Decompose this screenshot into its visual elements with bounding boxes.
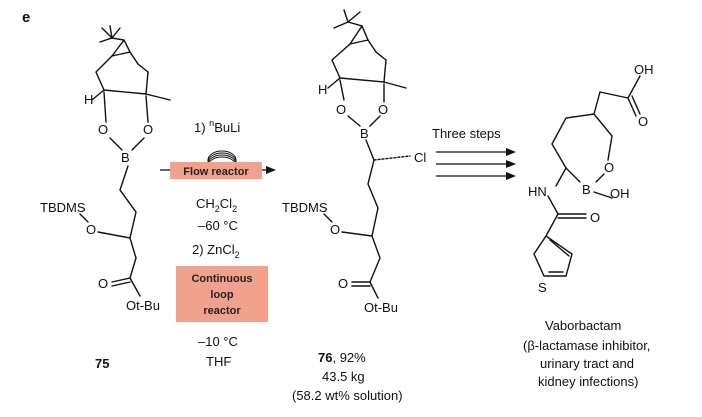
temperature-1: –60 °C xyxy=(198,218,238,233)
atom-o: O xyxy=(330,222,340,237)
three-steps-label: Three steps xyxy=(432,126,501,141)
solvent-label: CH2Cl2 xyxy=(196,196,237,214)
vaborbactam-desc: kidney infections) xyxy=(538,374,638,389)
product-mass: 43.5 kg xyxy=(322,369,365,384)
loop-reactor-box xyxy=(176,266,268,322)
multi-step-arrow xyxy=(436,148,516,180)
atom-hn: HN xyxy=(528,184,547,199)
compound-76-structure xyxy=(323,9,411,299)
tbdms-label: TBDMS xyxy=(40,200,86,215)
atom-o: O xyxy=(338,276,348,291)
compound-number-75: 75 xyxy=(95,356,109,371)
atom-o: O xyxy=(143,122,153,137)
atom-b: B xyxy=(360,126,369,141)
atom-o: O xyxy=(638,114,648,129)
atom-oh: OH xyxy=(610,186,630,201)
tbdms-label: TBDMS xyxy=(282,200,328,215)
atom-o: O xyxy=(98,276,108,291)
atom-o: O xyxy=(604,160,614,175)
loop-reactor-line: Continuous xyxy=(191,273,252,285)
atom-o: O xyxy=(590,210,600,225)
atom-o: O xyxy=(336,102,346,117)
solvent-thf: THF xyxy=(206,354,231,369)
atom-h: H xyxy=(84,92,93,107)
atom-o: O xyxy=(98,122,108,137)
atom-b: B xyxy=(582,182,591,197)
temperature-2: –10 °C xyxy=(198,334,238,349)
otbu-label: Ot-Bu xyxy=(126,298,160,313)
atom-cl: Cl xyxy=(414,150,426,165)
compound-75-structure xyxy=(79,25,171,297)
vaborbactam-desc: urinary tract and xyxy=(540,356,634,371)
atom-s: S xyxy=(538,280,547,295)
condition-step1: 1) nBuLi xyxy=(194,118,240,135)
loop-reactor-line: loop xyxy=(210,289,233,301)
vaborbactam-name: Vaborbactam xyxy=(545,318,621,333)
flow-reactor-box xyxy=(170,162,262,179)
otbu-label: Ot-Bu xyxy=(364,300,398,315)
vaborbactam-structure xyxy=(533,75,641,277)
condition-step2: 2) ZnCl2 xyxy=(192,242,240,260)
compound-76-yield: 76, 92% xyxy=(318,350,366,365)
atom-o: O xyxy=(378,102,388,117)
atom-oh: OH xyxy=(634,62,654,77)
atom-o: O xyxy=(86,222,96,237)
product-solution: (58.2 wt% solution) xyxy=(292,388,403,403)
vaborbactam-desc: (β-lactamase inhibitor, xyxy=(523,338,650,353)
loop-reactor-line: reactor xyxy=(203,305,241,317)
atom-h: H xyxy=(318,82,327,97)
flow-reactor-label: Flow reactor xyxy=(183,166,249,178)
panel-label: e xyxy=(22,9,30,26)
atom-b: B xyxy=(121,150,130,165)
